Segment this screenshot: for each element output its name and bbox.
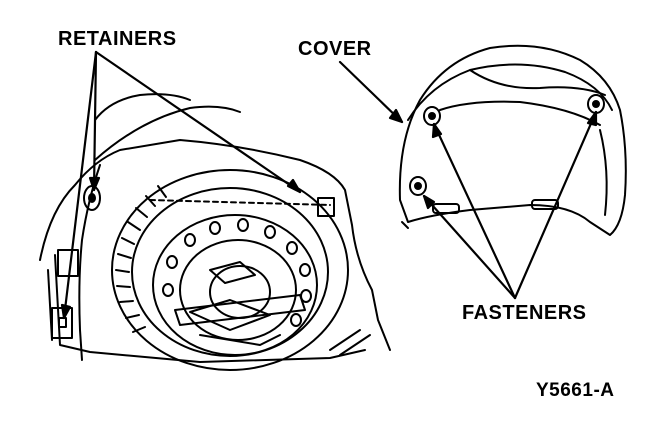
fastener-clip-left bbox=[432, 203, 460, 214]
lug-wrench bbox=[209, 261, 256, 284]
cover-corner-tab bbox=[401, 221, 409, 229]
jack-base bbox=[199, 334, 281, 346]
cover-inner-edge bbox=[407, 63, 613, 121]
cover-outline bbox=[398, 44, 627, 236]
cover-contour bbox=[469, 69, 606, 96]
spare-tire-outer bbox=[111, 169, 349, 371]
rim-holes bbox=[162, 218, 312, 327]
wheelhouse-arch bbox=[94, 105, 241, 161]
upper-retainer-hole bbox=[88, 193, 96, 203]
figure-id-label: Y5661-A bbox=[536, 380, 615, 401]
side-bracket bbox=[57, 249, 79, 277]
tie-down-rod bbox=[149, 199, 331, 206]
trunk-well-view bbox=[39, 93, 391, 371]
lower-bracket bbox=[51, 307, 73, 339]
wheel-hub-ring bbox=[179, 239, 297, 341]
wheelhouse-top-edge bbox=[94, 93, 191, 121]
floor-ridges bbox=[329, 329, 371, 356]
wheel-center bbox=[209, 265, 271, 319]
retainers-label: RETAINERS bbox=[58, 28, 177, 50]
cover-label: COVER bbox=[298, 38, 372, 60]
cover-hole-upper bbox=[423, 106, 441, 126]
cover-right-edge bbox=[599, 129, 608, 216]
fasteners-leaders bbox=[422, 110, 598, 300]
fasteners-label: FASTENERS bbox=[462, 302, 587, 324]
cover-leader bbox=[338, 60, 404, 124]
tie-down-clip bbox=[317, 197, 335, 217]
retainers-leaders bbox=[60, 50, 302, 320]
cover-view bbox=[398, 44, 627, 236]
spare-tire-inner bbox=[131, 187, 329, 357]
trunk-floor-lip bbox=[54, 254, 366, 363]
wheel-rim bbox=[152, 214, 318, 356]
trunk-side-wall bbox=[39, 139, 391, 351]
cover-hole-lower bbox=[409, 176, 427, 196]
lower-retainer bbox=[58, 317, 67, 328]
fastener-clip-right bbox=[531, 199, 559, 210]
jack-handle bbox=[174, 294, 306, 326]
cover-crease bbox=[439, 100, 601, 126]
jack-body bbox=[189, 299, 271, 331]
